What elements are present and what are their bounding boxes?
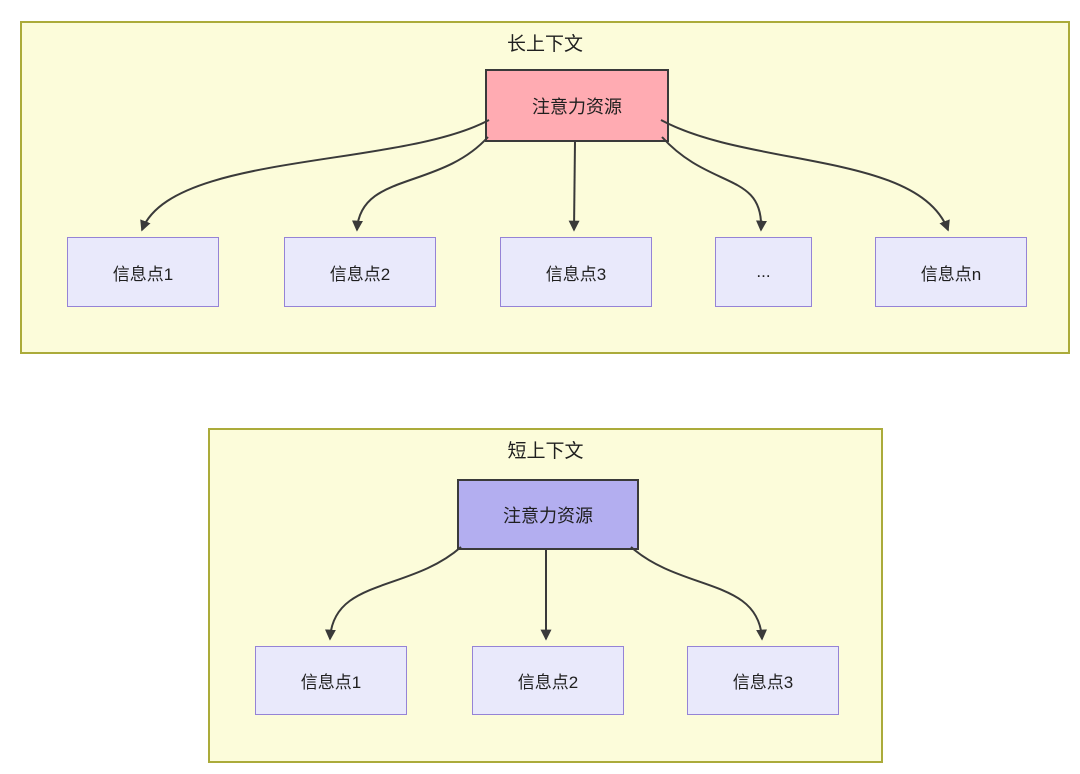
long-context-title: 长上下文 <box>506 34 583 55</box>
long-context-attention-label: 注意力资源 <box>532 96 622 117</box>
long-context-node-1-label: 信息点1 <box>112 264 174 284</box>
short-context-attention-label: 注意力资源 <box>503 505 593 526</box>
long-context-attention-box: 注意力资源 <box>485 69 669 142</box>
long-context-node-3: 信息点3 <box>500 237 652 307</box>
long-context-node-2: 信息点2 <box>284 237 436 307</box>
long-context-node-1: 信息点1 <box>67 237 219 307</box>
short-context-node-2-label: 信息点2 <box>517 673 579 692</box>
long-context-node-n: 信息点n <box>875 237 1027 307</box>
long-context-node-ellipsis-label: ... <box>756 262 771 281</box>
long-context-node-ellipsis: ... <box>715 237 812 307</box>
long-context-node-n-label: 信息点n <box>920 264 982 284</box>
short-context-panel: 短上下文 注意力资源 信息点1 信息点2 信息点3 <box>208 428 883 763</box>
short-context-node-3: 信息点3 <box>687 646 839 715</box>
short-context-title: 短上下文 <box>507 441 584 462</box>
short-context-node-2: 信息点2 <box>472 646 624 715</box>
short-context-node-1: 信息点1 <box>255 646 407 715</box>
long-context-panel: 长上下文 注意力资源 信息点1 信息点2 信息点3 ... 信息点n <box>20 21 1070 354</box>
long-context-node-3-label: 信息点3 <box>545 264 607 284</box>
long-context-node-2-label: 信息点2 <box>329 264 391 284</box>
short-context-node-1-label: 信息点1 <box>300 673 362 692</box>
short-context-attention-box: 注意力资源 <box>457 479 639 550</box>
short-context-node-3-label: 信息点3 <box>732 673 794 692</box>
